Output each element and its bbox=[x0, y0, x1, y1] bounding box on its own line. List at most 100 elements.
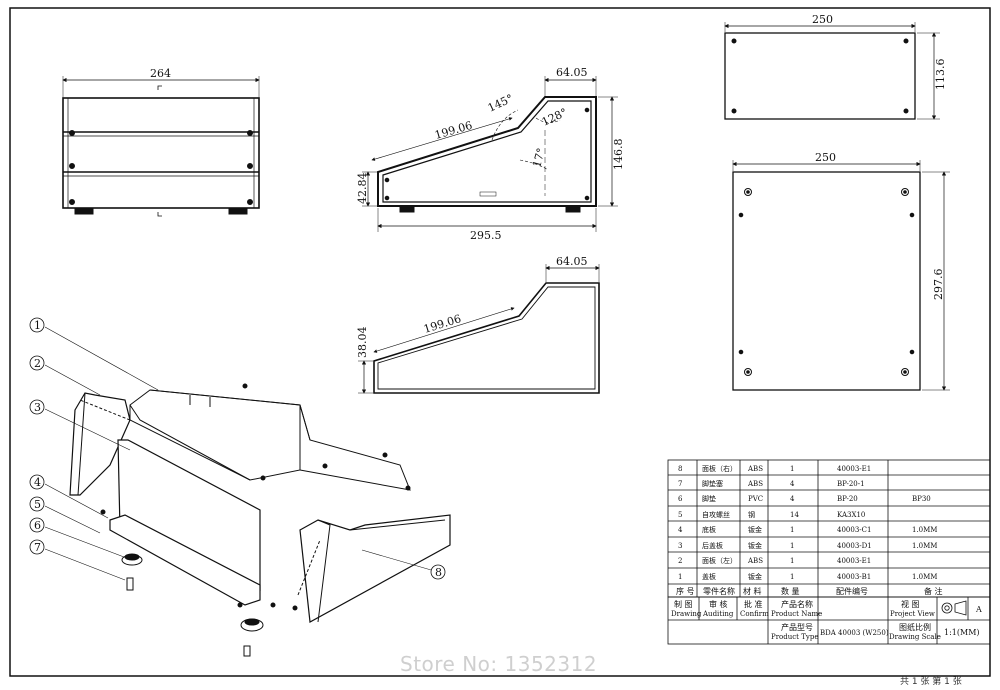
bom-cell-code: 40003-E1 bbox=[837, 557, 871, 565]
bom-cell-code: KA3X10 bbox=[837, 511, 865, 519]
bom-cell-name: 盖板 bbox=[702, 572, 716, 581]
bottom-panel-view bbox=[732, 160, 950, 391]
svg-text:Drawing Scale: Drawing Scale bbox=[889, 633, 941, 641]
svg-text:审 核: 审 核 bbox=[709, 599, 728, 609]
svg-text:1:1(MM): 1:1(MM) bbox=[944, 628, 980, 637]
bom-cell-name: 后盖板 bbox=[702, 541, 723, 550]
dim-top-view-width: 250 bbox=[812, 13, 833, 26]
dim-bottom-view-width: 250 bbox=[815, 151, 836, 164]
bom-cell-no: 8 bbox=[678, 465, 682, 473]
svg-text:产品名称: 产品名称 bbox=[781, 599, 813, 609]
projection-symbol-icon bbox=[941, 600, 967, 616]
svg-text:Confirm: Confirm bbox=[740, 610, 769, 618]
svg-text:A: A bbox=[975, 605, 982, 614]
bom-cell-qty: 4 bbox=[790, 480, 795, 488]
bom-cell-qty: 1 bbox=[790, 465, 794, 473]
bom-cell-no: 5 bbox=[678, 511, 682, 519]
bom-cell-material: 钢 bbox=[748, 510, 755, 519]
title-block bbox=[667, 596, 991, 645]
dim-bottom-view-height: 297.6 bbox=[932, 269, 945, 301]
part-label-3: 3 bbox=[34, 401, 41, 414]
part-label-1: 1 bbox=[34, 319, 41, 332]
bom-cell-material: ABS bbox=[747, 465, 763, 473]
bom-cell-name: 底板 bbox=[702, 525, 716, 534]
part-label-6: 6 bbox=[34, 519, 41, 532]
bom-cell-no: 4 bbox=[678, 526, 683, 534]
store-watermark: Store No: 1352312 bbox=[400, 652, 598, 676]
front-view bbox=[62, 76, 260, 217]
svg-text:零件名称: 零件名称 bbox=[703, 586, 735, 596]
svg-text:BDA 40003 (W250): BDA 40003 (W250) bbox=[820, 629, 889, 637]
sheet-border bbox=[9, 7, 991, 677]
bom-cell-note: 1.0MM bbox=[912, 526, 937, 534]
dim-lower-slope: 199.06 bbox=[422, 312, 463, 336]
bom-cell-material: ABS bbox=[747, 557, 763, 565]
svg-text:Drawing: Drawing bbox=[671, 610, 702, 618]
svg-text:视 图: 视 图 bbox=[901, 599, 920, 609]
leader-lines bbox=[44, 326, 439, 581]
dim-side-slope: 199.06 bbox=[433, 119, 474, 142]
svg-text:批 准: 批 准 bbox=[744, 599, 763, 609]
top-panel-view bbox=[724, 22, 940, 120]
bom-cell-material: ABS bbox=[747, 480, 763, 488]
bom-cell-no: 2 bbox=[678, 557, 682, 565]
bom-cell-name: 脚垫 bbox=[702, 494, 716, 503]
svg-text:产品型号: 产品型号 bbox=[781, 622, 813, 632]
bom-cell-note: 1.0MM bbox=[912, 542, 937, 550]
bom-cell-no: 3 bbox=[678, 542, 682, 550]
bom-cell-material: 钣金 bbox=[748, 525, 762, 534]
dim-side-length: 295.5 bbox=[470, 229, 502, 242]
bom-cell-name: 脚垫塞 bbox=[702, 479, 723, 488]
dim-angle-top: 145° bbox=[486, 92, 516, 115]
part-label-circles bbox=[29, 317, 446, 580]
part-label-5: 5 bbox=[34, 498, 41, 511]
part-label-8: 8 bbox=[435, 566, 442, 579]
bom-cell-note: 1.0MM bbox=[912, 573, 937, 581]
dim-side-front-height: 42.84 bbox=[356, 173, 369, 205]
lower-side-panel-view bbox=[358, 264, 600, 394]
dim-top-view-height: 113.6 bbox=[934, 59, 947, 91]
dim-lower-top: 64.05 bbox=[556, 255, 588, 268]
dim-angle-slope: 17° bbox=[530, 147, 548, 169]
svg-text:图纸比例: 图纸比例 bbox=[899, 622, 931, 632]
exploded-view bbox=[69, 383, 451, 657]
bom-cell-qty: 4 bbox=[790, 495, 795, 503]
bom-cell-qty: 1 bbox=[790, 526, 794, 534]
bom-cell-qty: 1 bbox=[790, 573, 794, 581]
bom-cell-no: 7 bbox=[678, 480, 682, 488]
svg-text:备 注: 备 注 bbox=[924, 586, 943, 596]
bom-cell-name: 面板（右） bbox=[702, 464, 737, 473]
sheet-footer: 共 1 张 第 1 张 bbox=[900, 677, 962, 687]
bom-cell-name: 面板（左） bbox=[702, 556, 737, 565]
bom-cell-name: 自攻螺丝 bbox=[702, 510, 730, 519]
svg-text:数 量: 数 量 bbox=[781, 586, 800, 596]
bom-cell-qty: 1 bbox=[790, 557, 794, 565]
svg-text:配件编号: 配件编号 bbox=[836, 586, 868, 596]
svg-text:制 图: 制 图 bbox=[674, 599, 693, 609]
dim-side-height: 146.8 bbox=[612, 139, 625, 171]
side-view bbox=[362, 76, 618, 232]
bom-cell-material: PVC bbox=[748, 495, 763, 503]
svg-text:Project View: Project View bbox=[890, 610, 935, 618]
dim-front-width: 264 bbox=[150, 67, 171, 80]
dim-lower-front-height: 38.04 bbox=[356, 327, 369, 359]
part-label-7: 7 bbox=[34, 541, 41, 554]
bom-cell-no: 6 bbox=[678, 495, 683, 503]
title-block-text: 制 图 Drawing 审 核 Auditing 批 准 Confirm 产品名… bbox=[671, 599, 982, 641]
bom-cell-code: 40003-D1 bbox=[837, 542, 872, 550]
bom-cell-code: BP-20 bbox=[837, 495, 858, 503]
bom-cell-note: BP30 bbox=[912, 495, 931, 503]
bom-cell-qty: 1 bbox=[790, 542, 794, 550]
dim-side-top: 64.05 bbox=[556, 66, 588, 79]
bom-cell-code: 40003-C1 bbox=[837, 526, 871, 534]
svg-text:序 号: 序 号 bbox=[676, 586, 695, 596]
bom-cell-qty: 14 bbox=[790, 511, 799, 519]
dim-angle-right: 128° bbox=[540, 106, 570, 129]
svg-text:Auditing: Auditing bbox=[702, 610, 734, 618]
svg-text:Product Type: Product Type bbox=[771, 633, 818, 641]
svg-text:材 料: 材 料 bbox=[743, 586, 762, 596]
part-label-2: 2 bbox=[34, 357, 41, 370]
